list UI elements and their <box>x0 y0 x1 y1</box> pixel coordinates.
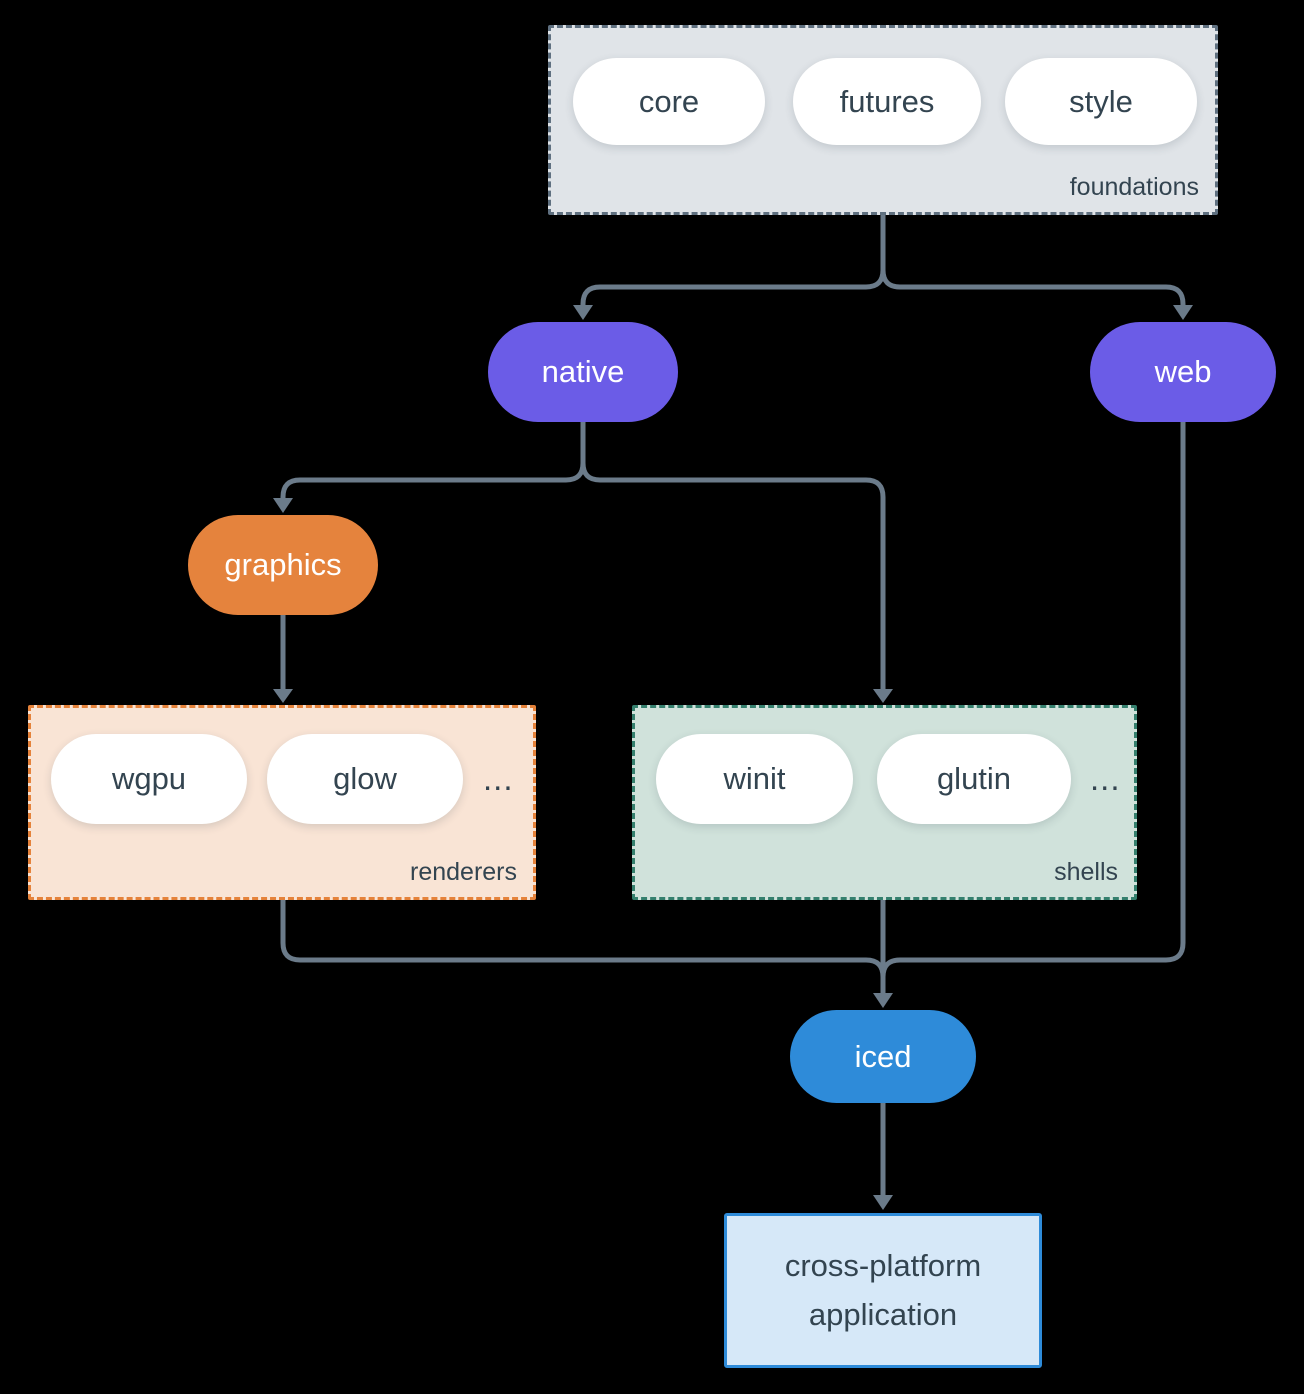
edge-native-graphics <box>280 422 586 500</box>
node-graphics: graphics <box>188 515 378 615</box>
edge-foundations-native <box>580 215 886 307</box>
ellipsis-shells: ... <box>1090 760 1121 797</box>
arrowhead-iced <box>873 993 893 1008</box>
arrowhead-graphics <box>273 498 293 513</box>
pill-style: style <box>1005 58 1197 145</box>
arrowhead-shells <box>873 689 893 703</box>
group-shells: winit glutin ... shells <box>632 705 1137 900</box>
node-native: native <box>488 322 678 422</box>
node-cross-platform-application: cross-platform application <box>724 1213 1042 1368</box>
pill-wgpu: wgpu <box>51 734 247 824</box>
edge-foundations-web <box>880 215 1186 307</box>
pill-glow: glow <box>267 734 463 824</box>
application-label-line1: cross-platform <box>784 1248 982 1284</box>
arrowhead-native <box>573 305 593 320</box>
node-iced: iced <box>790 1010 976 1103</box>
group-renderers: wgpu glow ... renderers <box>28 705 536 900</box>
arrowhead-web <box>1173 305 1193 320</box>
pill-futures: futures <box>793 58 981 145</box>
group-label-shells: shells <box>1054 858 1118 886</box>
edge-renderers-iced <box>280 900 886 978</box>
group-foundations: core futures style foundations <box>548 25 1218 215</box>
ellipsis-renderers: ... <box>483 760 514 797</box>
arrowhead-renderers <box>273 689 293 703</box>
group-label-foundations: foundations <box>1069 173 1199 201</box>
pill-core: core <box>573 58 765 145</box>
pill-glutin: glutin <box>877 734 1071 824</box>
node-web: web <box>1090 322 1276 422</box>
arrowhead-application <box>873 1195 893 1210</box>
application-label-line2: application <box>808 1296 958 1332</box>
edge-native-shells <box>580 422 886 690</box>
pill-winit: winit <box>656 734 853 824</box>
group-label-renderers: renderers <box>410 858 517 886</box>
